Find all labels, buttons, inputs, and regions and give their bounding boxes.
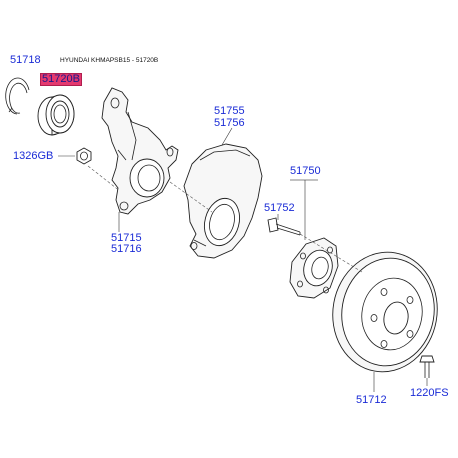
hub-bolt-part: [267, 217, 301, 236]
part-number-51712[interactable]: 51712: [356, 394, 387, 406]
nut-part: [76, 147, 92, 165]
part-number-51716[interactable]: 51716: [111, 243, 142, 255]
brake-disc-part: [332, 251, 438, 373]
part-number-51718[interactable]: 51718: [10, 54, 41, 66]
part-number-51756[interactable]: 51756: [214, 117, 245, 129]
wheel-hub-part: [289, 237, 339, 299]
snap-ring-part: [5, 77, 30, 115]
dust-cover-part: [183, 143, 263, 259]
part-number-1220fs[interactable]: 1220FS: [410, 387, 449, 399]
steering-knuckle-part: [101, 87, 179, 215]
part-number-51755[interactable]: 51755: [214, 105, 245, 117]
part-number-51720b-highlighted[interactable]: 51720B: [40, 73, 82, 86]
part-number-1326gb[interactable]: 1326GB: [13, 150, 54, 162]
wheel-bearing-part: [37, 94, 75, 136]
part-number-51715[interactable]: 51715: [111, 232, 142, 244]
disc-screw-part: [419, 355, 435, 378]
part-number-51752[interactable]: 51752: [264, 202, 295, 214]
diagram-caption: HYUNDAI KHMAPSB15 - 51720B: [60, 57, 159, 64]
part-number-51750[interactable]: 51750: [290, 165, 321, 177]
